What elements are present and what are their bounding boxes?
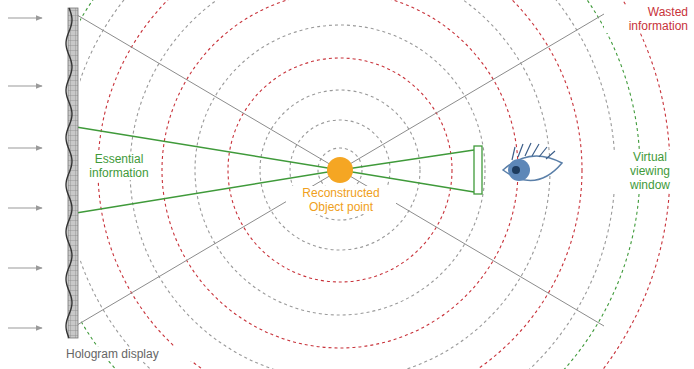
- viewing-window-label: Virtual viewing window: [610, 150, 690, 192]
- light-arrow: [8, 327, 42, 328]
- wavefront-arc: [260, 90, 420, 250]
- wavefront-arc: [80, 0, 615, 369]
- object-point: [327, 157, 353, 183]
- hologram-wave: [66, 8, 72, 338]
- pupil: [512, 166, 520, 174]
- light-arrow: [8, 267, 42, 268]
- eye: [503, 143, 562, 181]
- light-arrow: [8, 147, 42, 148]
- eyelashes: [512, 143, 555, 160]
- light-arrow: [8, 85, 42, 86]
- viewing-window: [474, 146, 482, 194]
- wavefront-arc: [228, 58, 452, 282]
- wavefront-arc: [130, 0, 550, 369]
- wasted-label: Wasted information: [604, 5, 690, 33]
- object-point-label: Reconstructed Object point: [286, 186, 396, 214]
- essential-label: Essential information: [80, 152, 158, 180]
- wavefront-arc: [162, 0, 518, 348]
- wavefront-arcs: [80, 0, 670, 369]
- wavefront-arc: [80, 0, 670, 369]
- wave-line: [66, 8, 72, 338]
- display-label: Hologram display: [64, 347, 194, 361]
- wavefront-arc: [195, 25, 485, 315]
- diffraction-boundary: [72, 14, 604, 328]
- wavefront-arc: [98, 0, 582, 369]
- iris: [508, 159, 530, 181]
- wavefront-arc: [80, 0, 640, 369]
- incoming-arrows: [8, 18, 42, 328]
- light-arrow: [8, 207, 42, 208]
- light-arrow: [8, 17, 42, 18]
- diffraction-boundary: [72, 12, 604, 326]
